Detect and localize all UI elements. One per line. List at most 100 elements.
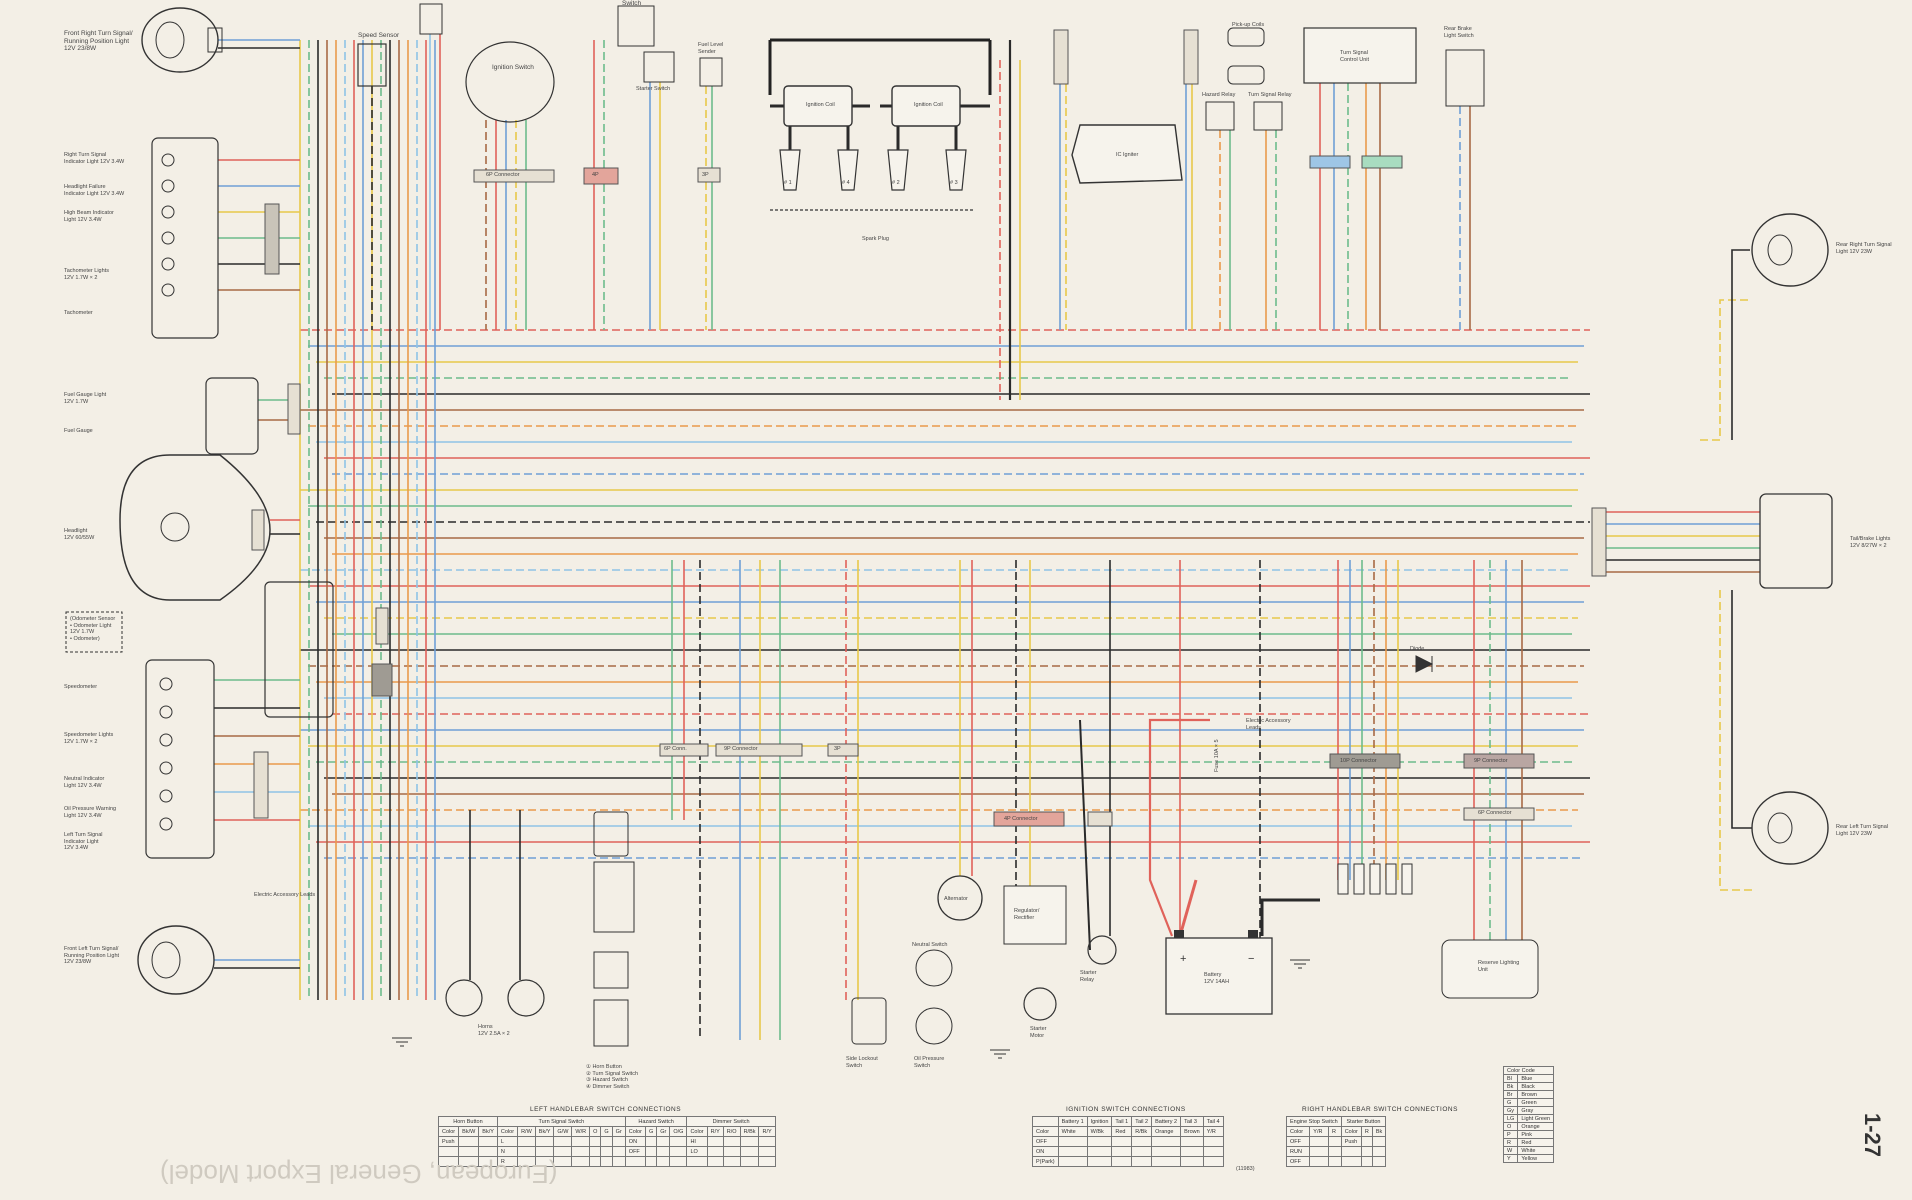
table-cell: Bk/W [458, 1126, 480, 1137]
fuse-box-label: Fuse 10A × 5 [1214, 739, 1220, 772]
fuel-gauge-label: Fuel Gauge [64, 428, 93, 434]
table-cell: Blue [1517, 1074, 1555, 1083]
table-cell: Tail 3 [1180, 1116, 1204, 1127]
plug-3-label: # 3 [950, 180, 958, 186]
speed-sensor-box [357, 43, 387, 87]
table-cell [1371, 1136, 1387, 1147]
ignition-switch-symbol [419, 3, 555, 123]
table-cell: Red [1111, 1126, 1133, 1137]
table-cell [611, 1156, 626, 1167]
table-cell [669, 1146, 688, 1157]
table-cell: G [1502, 1098, 1519, 1107]
starter-relay-label: Starter Relay [1080, 970, 1097, 983]
table-cell [656, 1136, 671, 1147]
table-cell [1202, 1156, 1224, 1167]
table-cell: P [1502, 1130, 1519, 1139]
table-cell [1371, 1156, 1387, 1167]
speedometer-lights-label: Speedometer Lights 12V 1.7W × 2 [64, 732, 114, 745]
table-cell: Hazard Switch [624, 1116, 688, 1127]
wire [1719, 590, 1752, 891]
neutral-switch-symbol [915, 949, 953, 987]
fuse [1337, 863, 1349, 895]
left-turn-indicator-label: Left Turn Signal Indicator Light 12V 3.4… [64, 832, 103, 851]
table-cell [1151, 1136, 1182, 1147]
side-lockout-switch-box [851, 997, 887, 1045]
indicator-lamps-top [161, 153, 175, 297]
speed-sensor-label: Speed Sensor [358, 32, 400, 39]
plug-1-label: # 1 [784, 180, 792, 186]
table-cell: R/Y [758, 1126, 776, 1137]
switch-label: Switch [622, 0, 642, 7]
table-cell: R/Bk [739, 1126, 760, 1137]
reserve-lighting-unit-label: Reserve Lighting Unit [1478, 960, 1520, 973]
table-cell: Brown [1180, 1126, 1204, 1137]
table-cell: W/R [571, 1126, 591, 1137]
tachometer-label: Tachometer [64, 310, 93, 316]
fuel-gauge-light-label: Fuel Gauge Light 12V 1.7W [64, 392, 107, 405]
table-cell [589, 1146, 602, 1157]
oil-pressure-switch-symbol [915, 1007, 953, 1045]
fuse-box [1337, 863, 1413, 895]
table-cell: R [1360, 1126, 1373, 1137]
neutral-switch-label: Neutral Switch [912, 942, 948, 948]
table-cell: Color [686, 1126, 708, 1137]
table-cell [722, 1146, 741, 1157]
table-cell: Orange [1151, 1126, 1182, 1137]
table-cell: Orange [1517, 1122, 1555, 1131]
left-handlebar-switches [593, 811, 635, 1047]
table-cell [1180, 1146, 1204, 1157]
connector-label-4p-regulator: 4P Connector [1004, 816, 1038, 822]
ignition-switch-label: Ignition Switch [492, 64, 534, 71]
fuel-level-sender-box [699, 57, 723, 87]
table-cell: Y/R [1309, 1126, 1329, 1137]
ic-igniter-box [1071, 124, 1183, 184]
table-cell: Color Code [1502, 1066, 1555, 1075]
table-cell [656, 1146, 671, 1157]
table-cell: Y [1502, 1154, 1519, 1163]
connector-label-3p-center: 3P [834, 746, 841, 752]
table-cell [553, 1136, 573, 1147]
table-cell: O [1502, 1122, 1519, 1131]
svg-text:−: − [1248, 953, 1254, 965]
table-cell: Y/R [1202, 1126, 1224, 1137]
table-cell: Engine Stop Switch [1286, 1116, 1342, 1127]
table-cell: N [496, 1146, 519, 1157]
oil-pressure-switch-label: Oil Pressure Switch [914, 1056, 945, 1069]
table-cell: P(Park) [1032, 1156, 1059, 1167]
table-cell [706, 1156, 724, 1167]
connector-label-10p: 10P Connector [1340, 758, 1377, 764]
headlight-label: Headlight 12V 60/55W [64, 528, 95, 541]
fuel-gauge-box [205, 377, 259, 455]
table-cell: R/Y [706, 1126, 724, 1137]
headlight-failure-label: Headlight Failure Indicator Light 12V 3.… [64, 184, 125, 197]
table-cell: Black [1517, 1082, 1555, 1091]
table-row: R [437, 1156, 776, 1167]
table-cell [1111, 1136, 1133, 1147]
wire [1731, 249, 1750, 440]
table-cell [644, 1156, 658, 1167]
odometer-dashed-box [65, 611, 123, 653]
headlight-lamp [119, 454, 271, 601]
table-cell: Pink [1517, 1130, 1555, 1139]
table-cell [600, 1146, 613, 1157]
wire [1260, 898, 1320, 936]
battery-symbol: + − [1165, 930, 1273, 1015]
table-cell [1111, 1146, 1133, 1157]
connector-label-6p-left: 6P Conn. [664, 746, 687, 752]
table-cell: Green [1517, 1098, 1555, 1107]
table-cell: Color [624, 1126, 646, 1137]
indicator-lamp [159, 677, 173, 691]
front-right-turn-signal-lamp [141, 7, 223, 73]
right-table-title: RIGHT HANDLEBAR SWITCH CONNECTIONS [1302, 1106, 1458, 1113]
table-cell: Gr [656, 1126, 671, 1137]
table-cell [706, 1136, 724, 1147]
table-cell: Yellow [1517, 1154, 1555, 1163]
tail-brake-light-box [1759, 493, 1833, 589]
